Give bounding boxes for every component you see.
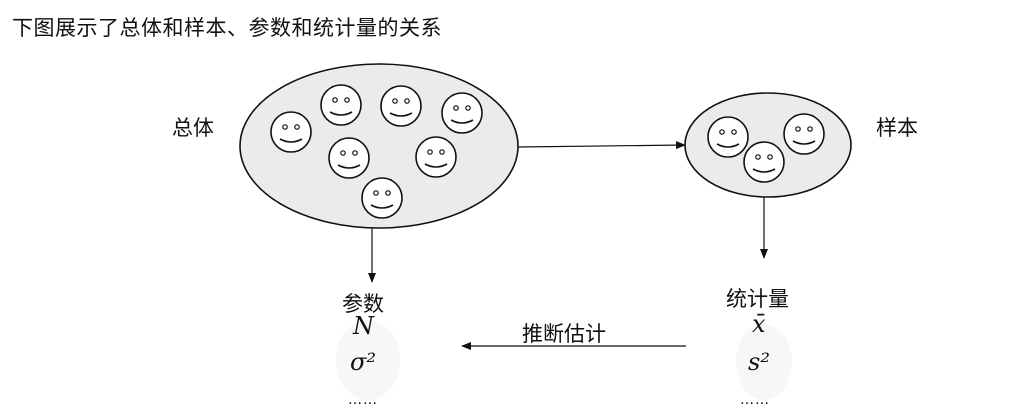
statistics-ellipsis: …… xyxy=(740,392,770,408)
inference-label: 推断估计 xyxy=(522,322,606,346)
smiley-face-icon xyxy=(270,111,312,153)
smiley-face-icon xyxy=(415,136,457,178)
sample-label: 样本 xyxy=(876,116,918,140)
parameters-ellipsis: …… xyxy=(348,392,378,408)
smiley-face-icon xyxy=(380,85,422,127)
parameters-symbol-shadow xyxy=(336,320,400,400)
smiley-face-icon xyxy=(743,141,785,183)
parameter-symbol-n: N xyxy=(353,312,374,340)
smiley-face-icon xyxy=(783,113,825,155)
statistics-label: 统计量 xyxy=(726,287,789,311)
smiley-face-icon xyxy=(441,92,483,134)
diagram-title: 下图展示了总体和样本、参数和统计量的关系 xyxy=(12,16,442,40)
parameter-symbol-variance: σ² xyxy=(350,348,377,376)
statistic-symbol-mean: x̄ xyxy=(752,310,766,338)
population-members xyxy=(270,84,483,219)
statistic-symbol-variance: s² xyxy=(748,348,770,376)
parameters-label: 参数 xyxy=(342,292,384,316)
smiley-face-icon xyxy=(707,116,749,158)
smiley-face-icon xyxy=(328,137,370,179)
sampling-arrow xyxy=(517,141,686,150)
population-label: 总体 xyxy=(172,116,214,140)
smiley-face-icon xyxy=(361,177,403,219)
statistics-symbol-shadow xyxy=(736,324,792,400)
smiley-face-icon xyxy=(320,84,362,126)
sample-members xyxy=(707,113,825,183)
